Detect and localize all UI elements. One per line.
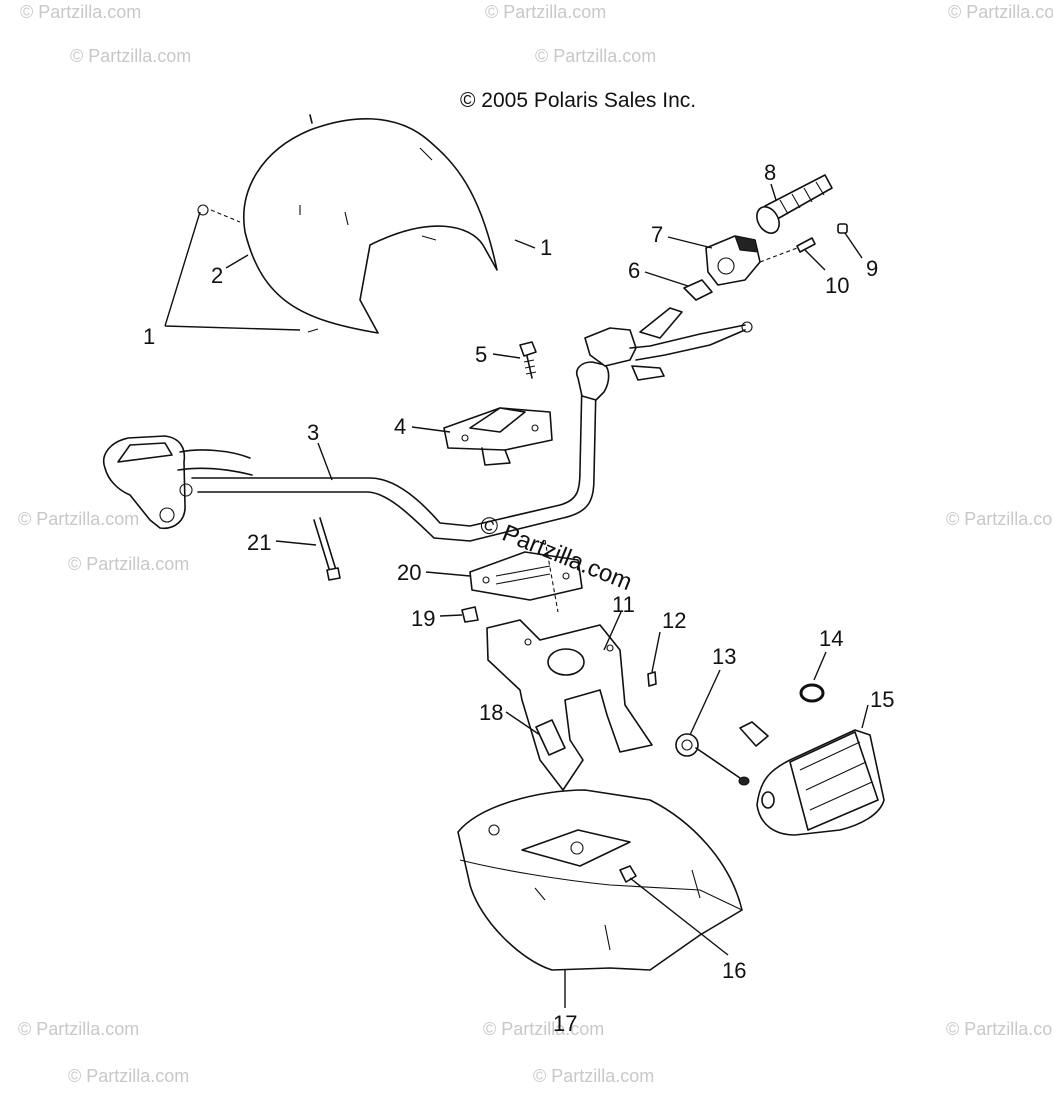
part-headlight-bracket-11 — [486, 619, 653, 791]
watermark-top-left: © Partzilla.com — [20, 2, 141, 22]
part-lower-pod-17 — [457, 789, 743, 971]
callout-4: 4 — [394, 414, 406, 439]
part-screw-10 — [759, 237, 816, 263]
part-upper-clamp — [443, 407, 553, 466]
part-nut-16 — [619, 865, 637, 883]
part-lower-clamp-20 — [469, 539, 583, 613]
callout-8: 8 — [764, 160, 776, 185]
callout-14: 14 — [819, 626, 843, 651]
watermark-top-left-2: © Partzilla.com — [70, 46, 191, 66]
watermark-top-center: © Partzilla.com — [485, 2, 606, 22]
callout-5: 5 — [475, 342, 487, 367]
callout-21: 21 — [247, 530, 271, 555]
part-end-cap-9 — [837, 223, 848, 234]
callout-2: 2 — [211, 263, 223, 288]
watermark-top-center-2: © Partzilla.com — [535, 46, 656, 66]
part-o-ring-14 — [799, 683, 825, 703]
part-master-cylinder — [584, 307, 753, 381]
callout-17: 17 — [553, 1011, 577, 1036]
callout-12: 12 — [662, 608, 686, 633]
part-label-18 — [535, 719, 566, 756]
part-clip-19 — [461, 606, 479, 623]
callout-6: 6 — [628, 258, 640, 283]
watermark-mid-right: © Partzilla.com — [946, 509, 1053, 529]
copyright-text: © 2005 Polaris Sales Inc. — [460, 89, 696, 112]
callout-18: 18 — [479, 700, 503, 725]
part-grip-8 — [756, 174, 833, 234]
callout-15: 15 — [870, 687, 894, 712]
callout-16: 16 — [722, 958, 746, 983]
part-headlight-15 — [756, 729, 885, 836]
watermark-mid-left: © Partzilla.com — [18, 509, 139, 529]
part-collar-6 — [683, 279, 713, 301]
watermark-mid-left-2: © Partzilla.com — [68, 554, 189, 574]
callout-13: 13 — [712, 644, 736, 669]
part-bulb-socket-13 — [675, 721, 769, 786]
callout-19: 19 — [411, 606, 435, 631]
callout-labels: 1 2 1 3 4 5 6 7 8 9 10 11 12 13 14 15 16… — [143, 160, 894, 1036]
part-handlebar-cover — [197, 114, 498, 334]
watermark-bottom-right: © Partzilla.com — [946, 1019, 1053, 1039]
watermark-bottom-left: © Partzilla.com — [18, 1019, 139, 1039]
part-handlebar — [191, 361, 610, 542]
callout-9: 9 — [866, 256, 878, 281]
part-bolt-5 — [519, 341, 537, 379]
watermark-top-right: © Partzilla.com — [948, 2, 1053, 22]
callout-11: 11 — [612, 592, 635, 617]
watermark-bottom-left-2: © Partzilla.com — [68, 1066, 189, 1086]
callout-20: 20 — [397, 560, 421, 585]
part-long-bolt-21 — [313, 517, 341, 581]
callout-10: 10 — [825, 273, 849, 298]
watermark-bottom-center-2: © Partzilla.com — [533, 1066, 654, 1086]
leader-lines — [164, 183, 869, 1008]
callout-7: 7 — [651, 222, 663, 247]
callout-1-left: 1 — [143, 324, 155, 349]
part-throttle-housing-7 — [705, 235, 761, 286]
part-screw-12 — [647, 671, 657, 687]
callout-3: 3 — [307, 420, 319, 445]
watermark-layer: © Partzilla.com © Partzilla.com © Partzi… — [18, 2, 1053, 1086]
callout-1-right: 1 — [540, 235, 552, 260]
part-left-control-housing — [103, 435, 253, 530]
watermark-bottom-center: © Partzilla.com — [483, 1019, 604, 1039]
